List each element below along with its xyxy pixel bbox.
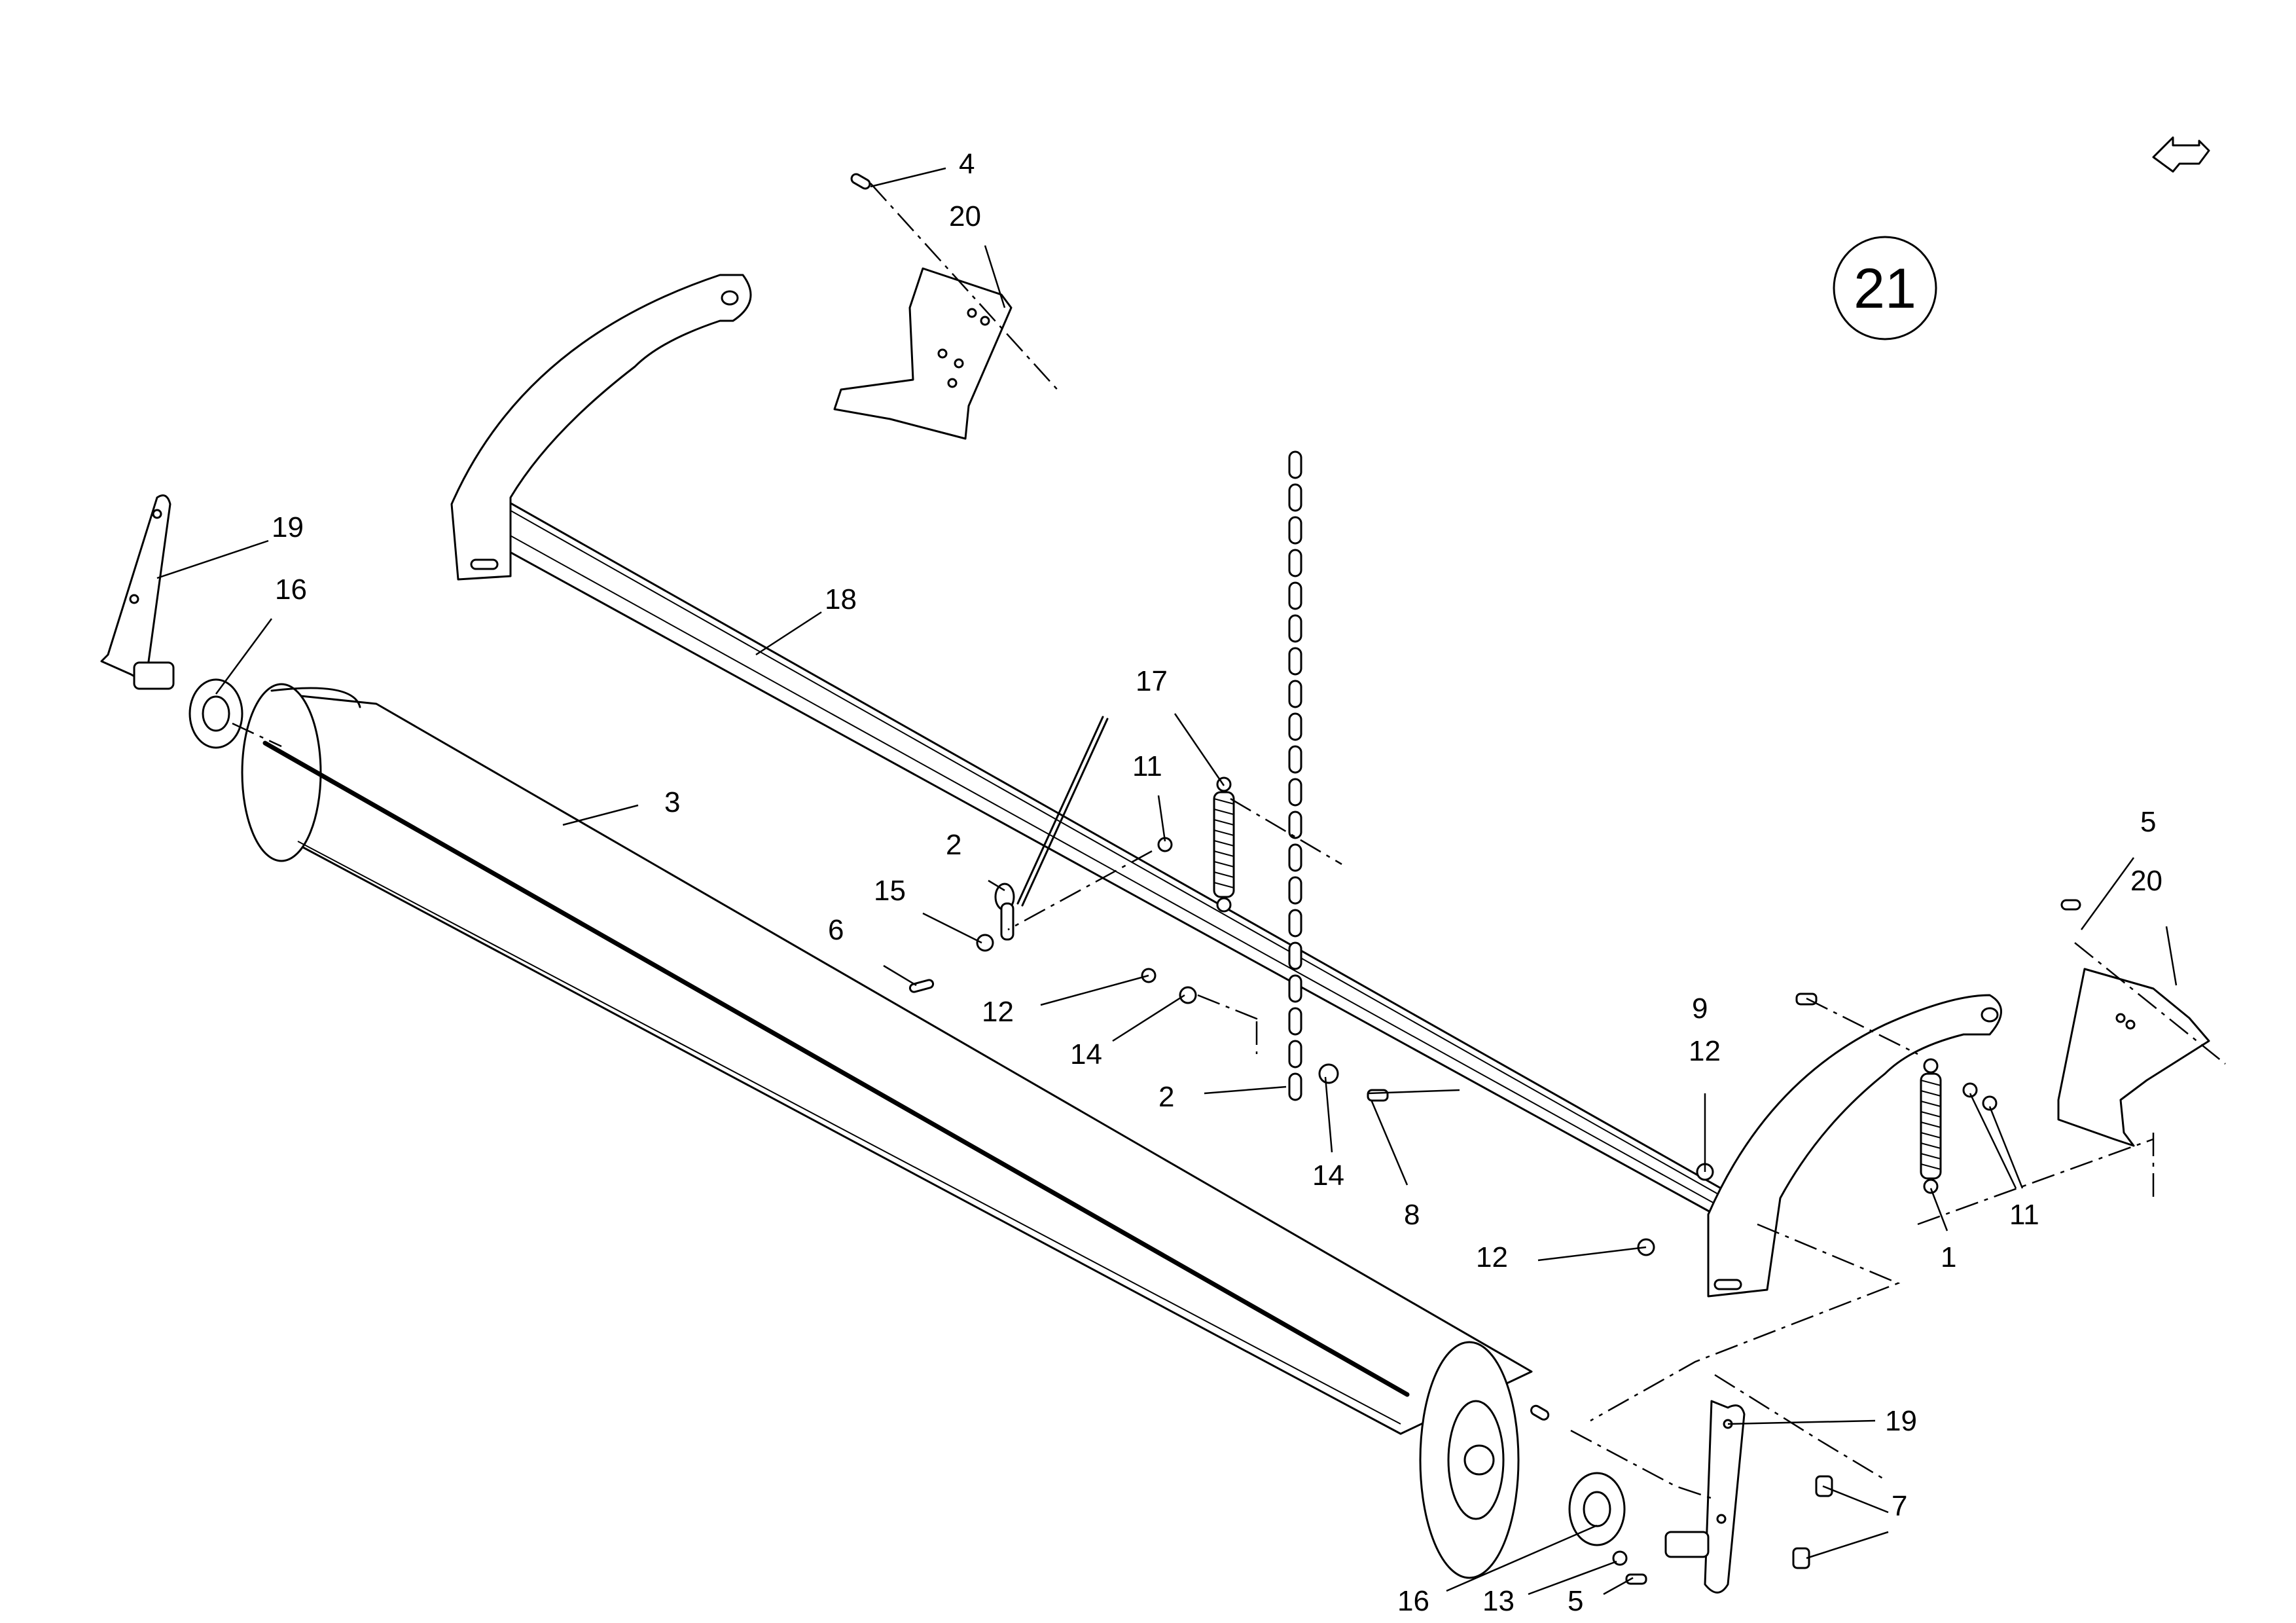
chain [1288,450,1302,1101]
callout-11-center: 11 [1132,750,1162,782]
callout-17: 17 [1136,665,1168,697]
right-arc-bracket [1707,994,2002,1298]
callout-18: 18 [825,583,857,615]
callout-6: 6 [828,914,844,946]
callout-3: 2 [946,829,961,861]
roller-drum [241,683,1533,1579]
main-beam [467,496,1768,1216]
figure-reference: 21 [1833,236,1937,340]
top-plate [833,267,1013,440]
spring-left [1213,776,1235,913]
callout-13: 13 [1482,1585,1515,1617]
callout-labels: 4 20 19 16 18 3 17 11 2 15 6 12 14 2 14 … [272,148,2162,1617]
callout-1: 1 [1941,1241,1956,1273]
right-crank-arm [1664,1400,1746,1594]
callout-12-right-lower: 12 [1476,1241,1508,1273]
callout-15: 15 [874,875,906,907]
direction-arrow-icon [2152,136,2210,173]
left-arc-bracket [450,274,752,581]
callout-20-top: 20 [949,200,981,232]
callout-5-right: 5 [2140,806,2156,838]
callout-10: 7 [1892,1490,1907,1522]
left-bearing [188,678,243,749]
callout-11-right: 11 [2009,1199,2039,1231]
right-plate [2057,968,2210,1147]
callout-19-left: 19 [272,511,304,543]
callout-2: 2 [1158,1081,1174,1113]
figure-reference-number: 21 [1854,257,1916,320]
callout-12-right-upper: 12 [1689,1035,1721,1067]
callout-8: 8 [1404,1199,1420,1231]
leader-lines [156,167,2178,1596]
center-lines [232,183,2226,1501]
rod [994,716,1109,941]
right-bearing [1568,1472,1626,1546]
callout-16-right: 16 [1397,1585,1429,1617]
left-crank-arm [100,494,175,690]
callout-4: 3 [664,786,680,818]
callout-14-right: 14 [1312,1159,1344,1192]
callout-12-center: 12 [982,996,1014,1028]
callout-7: 5 [1568,1585,1583,1617]
callout-5-top: 4 [959,148,975,180]
callout-9: 9 [1692,993,1708,1025]
callout-20-right: 20 [2130,865,2162,897]
spring-right [1920,1058,1942,1194]
callout-14-left: 14 [1070,1038,1102,1070]
callout-19-right: 19 [1885,1405,1917,1437]
callout-16-left: 16 [275,574,307,606]
